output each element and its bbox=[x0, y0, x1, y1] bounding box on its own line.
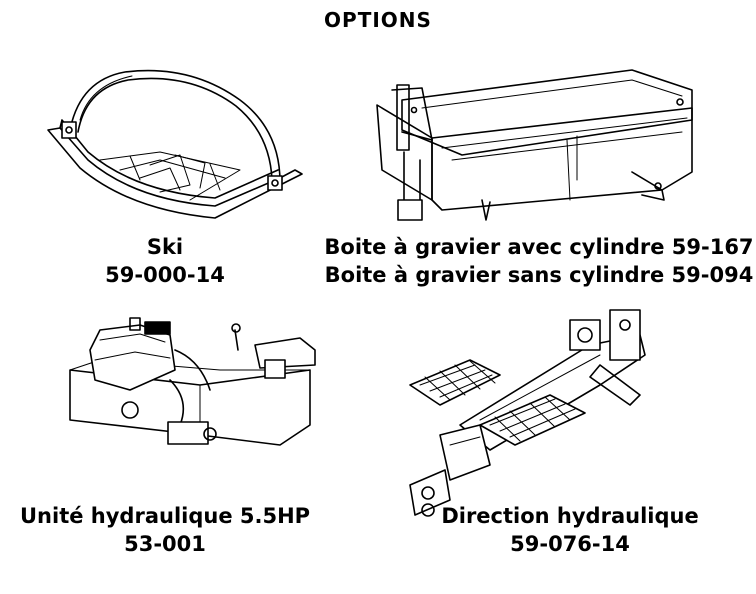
gravel-box-with-cylinder: Boite à gravier avec cylindre 59-167 bbox=[324, 235, 754, 259]
ski-drawing bbox=[47, 69, 303, 219]
hydraulic-steering-name: Direction hydraulique bbox=[441, 504, 699, 528]
ski-part-number: 59-000-14 bbox=[105, 263, 225, 287]
gravel-box-drawing bbox=[376, 69, 693, 221]
hydraulic-unit-caption: Unité hydraulique 5.5HP 53-001 bbox=[20, 502, 310, 558]
hydraulic-steering-drawing bbox=[409, 309, 646, 517]
ski-caption: Ski 59-000-14 bbox=[40, 233, 290, 289]
hydraulic-steering-caption: Direction hydraulique 59-076-14 bbox=[430, 502, 710, 558]
hydraulic-unit-part-number: 53-001 bbox=[124, 532, 206, 556]
hydraulic-steering-part-number: 59-076-14 bbox=[510, 532, 630, 556]
page-title: OPTIONS bbox=[324, 8, 432, 32]
ski-name: Ski bbox=[146, 235, 184, 259]
hydraulic-unit-name: Unité hydraulique 5.5HP bbox=[20, 504, 311, 528]
hydraulic-unit-drawing bbox=[69, 317, 316, 446]
gravel-box-without-cylinder: Boite à gravier sans cylindre 59-094 bbox=[324, 263, 754, 287]
gravel-box-caption: Boite à gravier avec cylindre 59-167 Boi… bbox=[322, 233, 756, 289]
